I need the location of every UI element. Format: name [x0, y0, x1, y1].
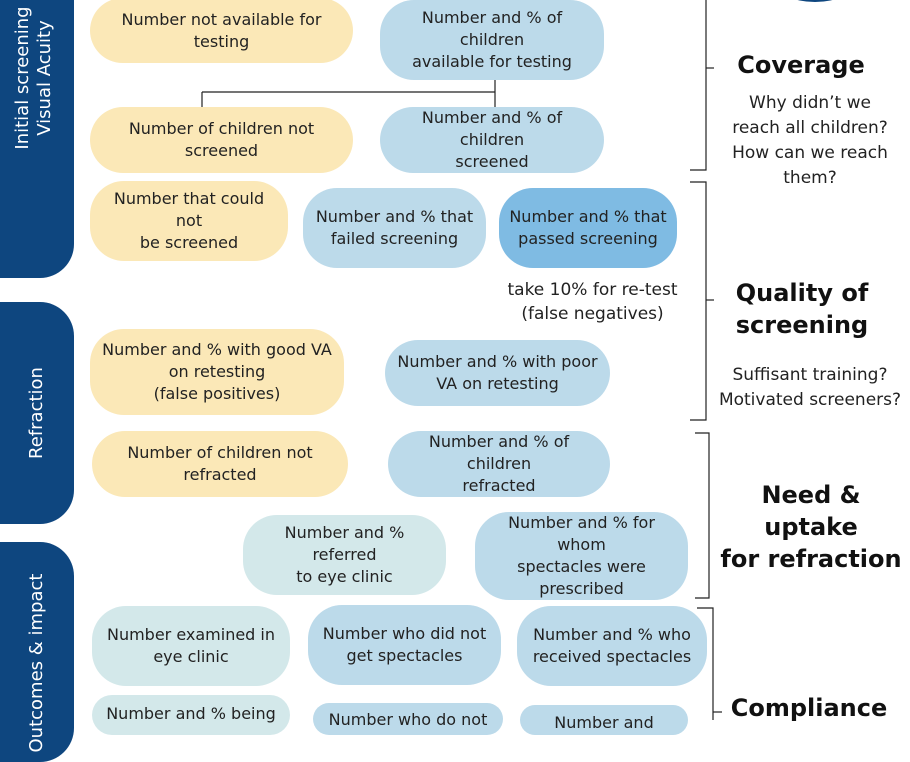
node-poor-va: Number and % with poor VA on retesting [385, 340, 610, 406]
node-available: Number and % of children available for t… [380, 0, 604, 80]
section-title-need: Need & uptake for refraction [720, 481, 902, 573]
node-good-va: Number and % with good VA on retesting (… [90, 329, 344, 415]
phase-bar-refraction [0, 302, 74, 524]
node-not-available: Number not available for testing [90, 0, 353, 63]
node-received: Number and % who received spectacles [517, 606, 707, 686]
node-could-not-screen: Number that could not be screened [90, 181, 288, 261]
node-referred: Number and % referred to eye clinic [243, 515, 446, 595]
phase-bar-initial-screening [0, 0, 74, 278]
node-screened: Number and % of children screened [380, 107, 604, 173]
node-refracted: Number and % of children refracted [388, 431, 610, 497]
node-no-spectacles: Number who did not get spectacles [308, 605, 501, 685]
section-title-coverage: Coverage [737, 51, 865, 79]
connector-lines [201, 0, 833, 720]
node-do-not: Number who do not [313, 703, 503, 735]
section-question-coverage: Why didn’t we reach all children? How ca… [732, 93, 888, 188]
node-examined: Number examined in eye clinic [92, 606, 290, 686]
node-not-refracted: Number of children not refracted [92, 431, 348, 497]
node-passed: Number and % that passed screening [499, 188, 677, 268]
node-failed: Number and % that failed screening [303, 188, 486, 268]
node-being: Number and % being [92, 695, 290, 735]
section-title-quality: Quality of screening [735, 279, 869, 339]
section-question-quality: Suffisant training? Motivated screeners? [718, 365, 902, 410]
retest-note: take 10% for re-test (false negatives) [507, 280, 678, 324]
node-not-screened: Number of children not screened [90, 107, 353, 173]
section-title-compliance: Compliance [730, 694, 888, 722]
node-prescribed: Number and % for whom spectacles were pr… [475, 512, 688, 600]
node-bottom-right: Number and [520, 705, 688, 735]
